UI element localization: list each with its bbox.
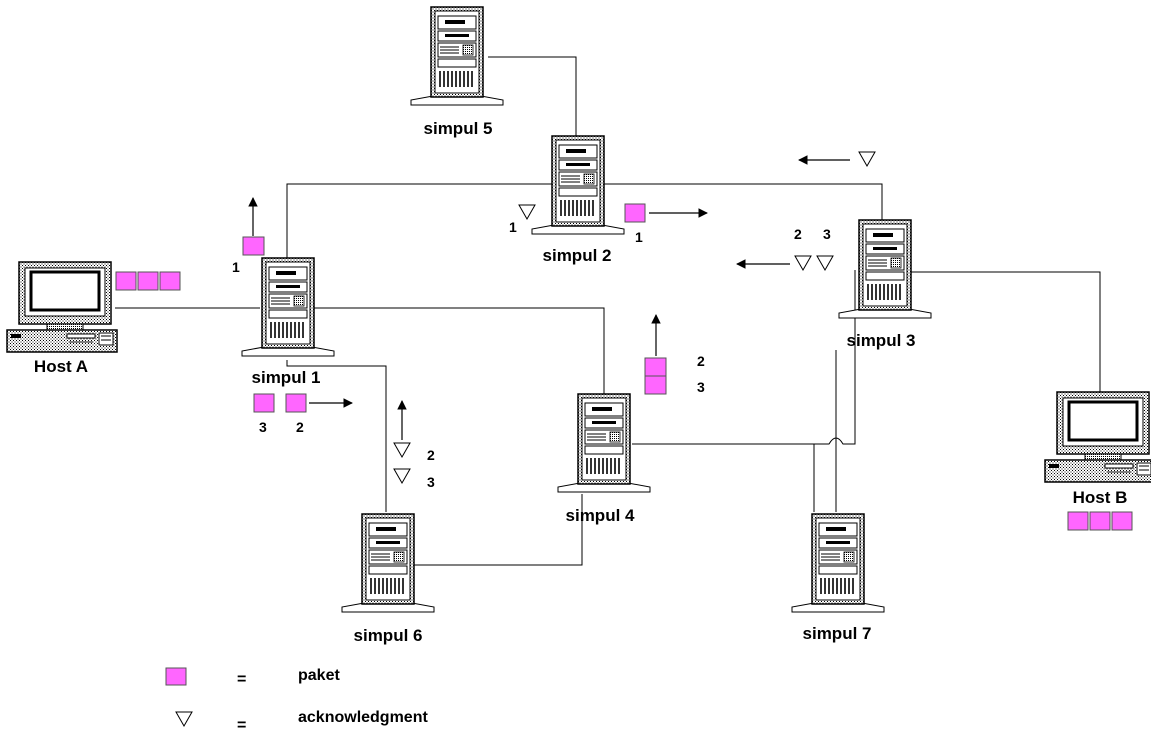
node-label-simpul2: simpul 2 [543, 246, 612, 265]
legend-ack-swatch [175, 711, 193, 727]
packet [1067, 511, 1089, 531]
seq-number: 3 [427, 474, 435, 490]
server-icon-simpul4 [557, 393, 651, 493]
node-label-simpul7: simpul 7 [803, 624, 872, 643]
packet [644, 375, 667, 395]
server-icon-simpul5 [410, 6, 504, 106]
link-s1-s6 [286, 360, 387, 512]
node-label-hostA: Host A [34, 357, 88, 376]
packet [1089, 511, 1111, 531]
arrows [248, 155, 850, 440]
packet [115, 271, 137, 291]
node-label-simpul6: simpul 6 [354, 626, 423, 645]
seq-number: 1 [509, 219, 517, 235]
legend-ack-label: acknowledgment [298, 709, 428, 726]
ack-triangle [393, 468, 411, 484]
ack-triangle [518, 204, 536, 220]
legend-equals-ack: = [237, 717, 246, 734]
seq-number: 3 [259, 419, 267, 435]
server-icon-simpul7 [791, 513, 885, 613]
packet [285, 393, 307, 413]
seq-number: 2 [794, 226, 802, 242]
legend-equals-packet: = [237, 671, 246, 688]
legend-packet-label: paket [298, 667, 340, 684]
node-label-simpul1: simpul 1 [252, 368, 321, 387]
packets [115, 203, 1133, 686]
seq-number: 1 [635, 229, 643, 245]
link-s4-s3 [632, 270, 856, 445]
node-label-simpul4: simpul 4 [566, 506, 636, 525]
link-s6-s4 [412, 494, 583, 566]
acks [175, 151, 876, 727]
packet [137, 271, 159, 291]
seq-number: 2 [697, 353, 705, 369]
node-label-simpul3: simpul 3 [847, 331, 916, 350]
sequence-numbers: 1 1 1 2 3 2 3 3 2 2 3 [232, 219, 831, 490]
seq-number: 2 [296, 419, 304, 435]
ack-triangle [858, 151, 876, 167]
ack-triangle [794, 255, 812, 271]
seq-number: 3 [823, 226, 831, 242]
seq-number: 2 [427, 447, 435, 463]
packet [644, 357, 667, 377]
computer-icon-hostB [1043, 390, 1151, 484]
legend: = paket = acknowledgment [237, 667, 428, 734]
node-label-simpul5: simpul 5 [424, 119, 493, 138]
packet [159, 271, 181, 291]
packet [253, 393, 275, 413]
server-icon-simpul2 [531, 135, 625, 235]
packet [242, 236, 265, 256]
seq-number: 3 [697, 379, 705, 395]
server-icon-simpul1 [241, 257, 335, 357]
link-s5-s2 [488, 56, 577, 136]
links [115, 56, 1101, 566]
computer-icon-hostA [5, 260, 119, 354]
legend-packet-swatch [165, 667, 187, 686]
ack-triangle [816, 255, 834, 271]
node-label-hostB: Host B [1073, 488, 1128, 507]
seq-number: 1 [232, 259, 240, 275]
server-icon-simpul6 [341, 513, 435, 613]
ack-triangle [393, 442, 411, 458]
link-s3-hostB [908, 271, 1101, 392]
server-icon-simpul3 [838, 219, 932, 319]
packet [1111, 511, 1133, 531]
packet [624, 203, 646, 223]
link-s1-s4 [302, 307, 605, 394]
